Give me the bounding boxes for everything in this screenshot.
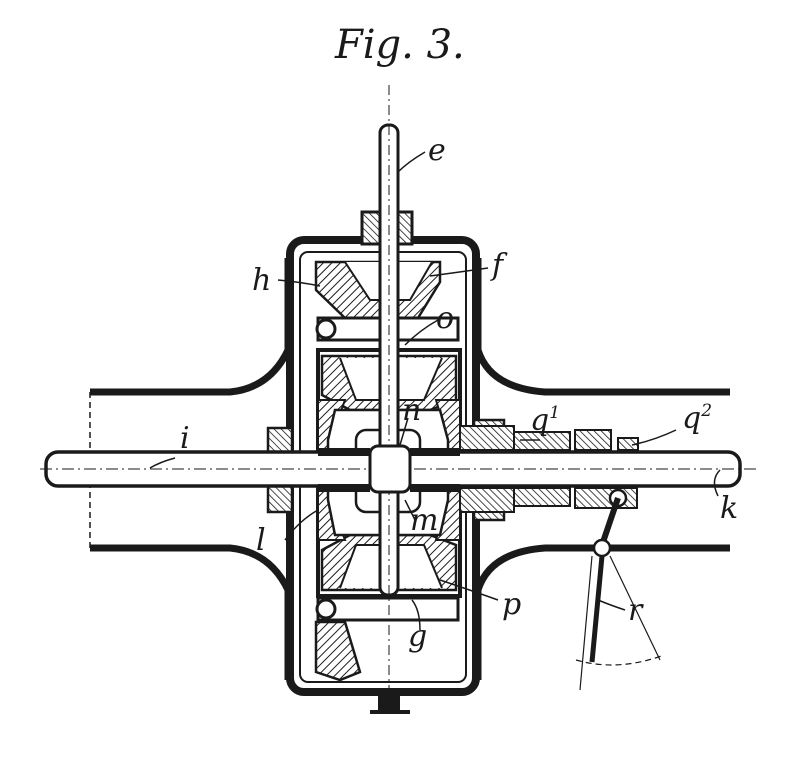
horizontal-axle: [40, 444, 760, 494]
label-o: o: [436, 301, 454, 336]
label-n: n: [402, 393, 421, 428]
label-r: r: [628, 593, 644, 628]
label-f: f: [490, 248, 508, 283]
clutch-sleeve: [459, 425, 639, 513]
label-l: l: [256, 523, 266, 558]
label-g: g: [408, 619, 427, 654]
lower-bevel-gear: [314, 596, 460, 682]
label-p: p: [502, 587, 521, 622]
label-i: i: [180, 421, 190, 456]
label-q1: q1: [530, 403, 560, 438]
figure-title: Fig. 3.: [334, 22, 465, 68]
part-labels: e f h o n i q1 q2 k l m p g r: [180, 133, 738, 654]
label-m: m: [410, 503, 438, 538]
label-e: e: [428, 133, 446, 168]
label-h: h: [252, 263, 271, 298]
leader-lines: [149, 151, 721, 631]
label-q2: q2: [682, 401, 712, 436]
label-k: k: [720, 491, 738, 526]
shift-lever: [575, 497, 665, 691]
